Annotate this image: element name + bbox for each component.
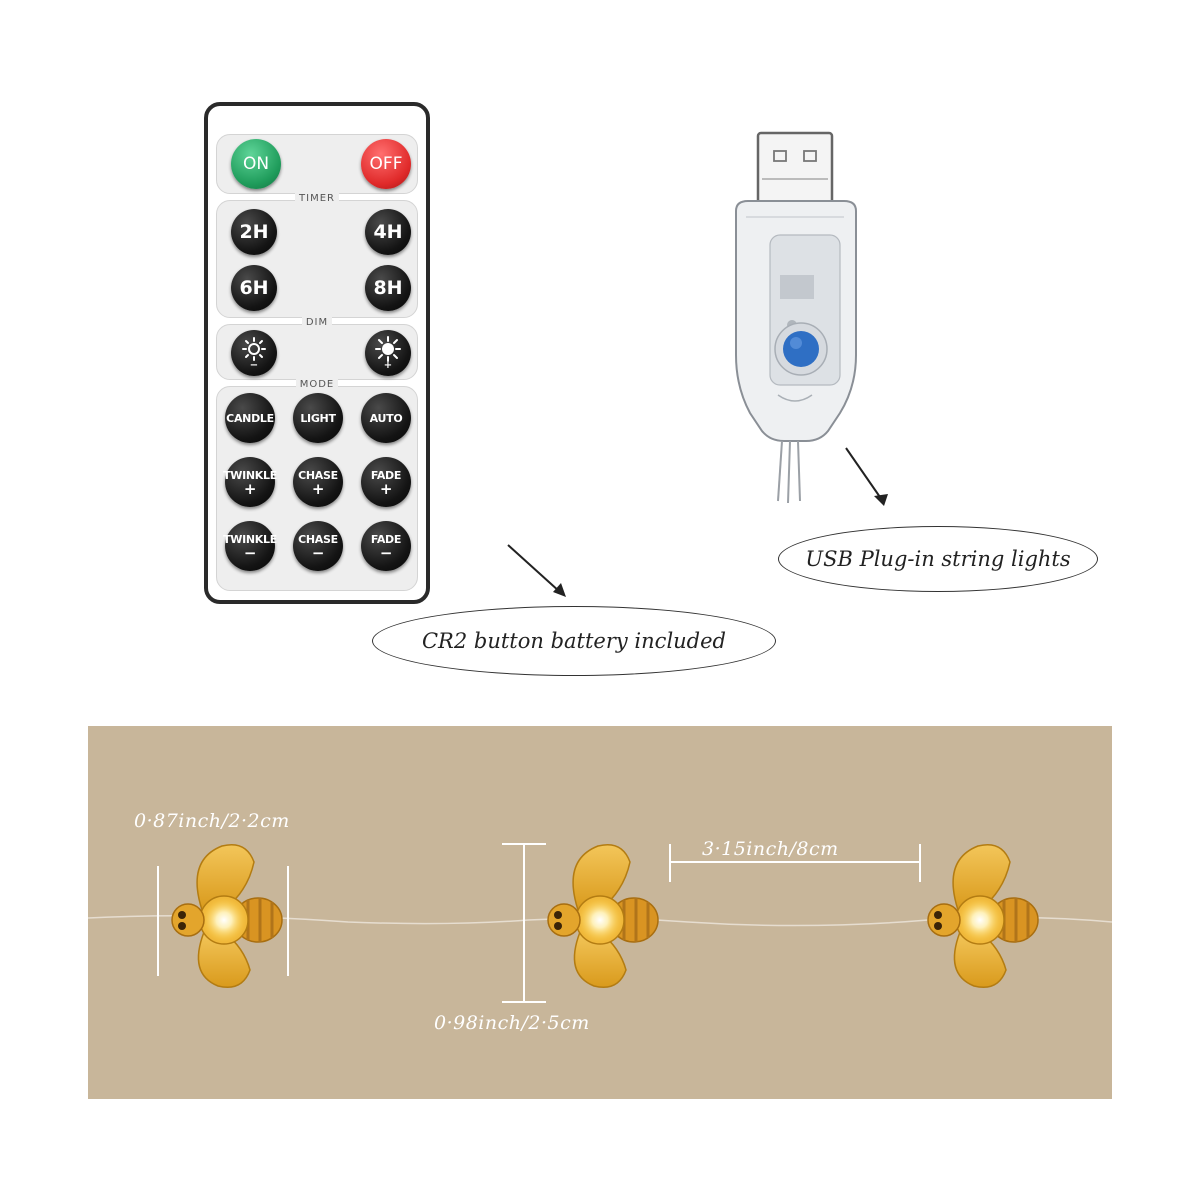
dim-down-button[interactable]: −: [231, 330, 277, 376]
power-panel: ON OFF: [216, 134, 418, 194]
spacing-label: 3·15inch/8cm: [702, 838, 839, 860]
chase-plus-button[interactable]: CHASE+: [293, 457, 343, 507]
mode-label-text: MODE: [295, 379, 339, 390]
battery-callout: CR2 button battery included: [372, 606, 776, 676]
auto-button[interactable]: AUTO: [361, 393, 411, 443]
fade-minus-button[interactable]: FADE−: [361, 521, 411, 571]
remote-control: ON OFF TIMER 2H 4H 6H 8H DIM −: [204, 102, 430, 604]
pointer-arrows: [507, 447, 888, 597]
bee-width-label: 0·87inch/2·2cm: [134, 810, 290, 832]
bee-lights-panel: 0·87inch/2·2cm 0·98inch/2·5cm 3·15inch/8…: [88, 726, 1112, 1099]
fade-plus-button[interactable]: FADE+: [361, 457, 411, 507]
twinkle-minus-button[interactable]: TWINKLE−: [223, 521, 277, 571]
mode-label: MODE: [217, 379, 417, 391]
chase-label: CHASE: [298, 468, 338, 482]
usb-wire: [777, 440, 783, 502]
plus-sign: +: [243, 479, 257, 498]
sun-filled-icon: [375, 336, 401, 362]
bee-lights-illustration: [88, 843, 1112, 1003]
timer-label-text: TIMER: [295, 193, 339, 204]
minus-sign: −: [379, 543, 393, 562]
plus-sign: +: [311, 479, 325, 498]
chase-minus-button[interactable]: CHASE−: [293, 521, 343, 571]
chase-label: CHASE: [298, 532, 338, 546]
minus-sign: −: [249, 360, 259, 371]
twinkle-plus-button[interactable]: TWINKLE+: [223, 457, 277, 507]
timer-4h-button[interactable]: 4H: [365, 209, 411, 255]
dim-label-text: DIM: [301, 317, 333, 328]
minus-sign: −: [243, 543, 257, 562]
dim-panel: DIM −: [216, 317, 418, 380]
usb-arrow: [845, 447, 883, 501]
twinkle-label: TWINKLE: [223, 532, 277, 546]
plus-sign: +: [383, 360, 393, 371]
timer-2h-button[interactable]: 2H: [231, 209, 277, 255]
on-button[interactable]: ON: [231, 139, 281, 189]
light-button[interactable]: LIGHT: [293, 393, 343, 443]
bee-height-label: 0·98inch/2·5cm: [434, 1012, 590, 1034]
timer-8h-button[interactable]: 8H: [365, 265, 411, 311]
bee-light-1: [170, 843, 284, 989]
battery-arrow: [507, 544, 561, 593]
sun-outline-icon: [242, 337, 266, 361]
mode-panel: MODE CANDLE LIGHT AUTO TWINKLE+ CHASE+ F…: [216, 379, 418, 591]
bee-light-3: [926, 843, 1040, 989]
off-button[interactable]: OFF: [361, 139, 411, 189]
fade-label: FADE: [370, 532, 402, 546]
usb-controller: [735, 131, 857, 504]
timer-panel: TIMER 2H 4H 6H 8H: [216, 193, 418, 318]
candle-button[interactable]: CANDLE: [225, 393, 275, 443]
plus-sign: +: [379, 479, 393, 498]
fade-label: FADE: [370, 468, 402, 482]
timer-6h-button[interactable]: 6H: [231, 265, 277, 311]
usb-callout: USB Plug-in string lights: [778, 526, 1098, 592]
dim-up-button[interactable]: +: [365, 330, 411, 376]
dim-label: DIM: [217, 317, 417, 329]
bee-light-2: [546, 843, 660, 989]
twinkle-label: TWINKLE: [223, 468, 277, 482]
timer-label: TIMER: [217, 193, 417, 205]
minus-sign: −: [311, 543, 325, 562]
